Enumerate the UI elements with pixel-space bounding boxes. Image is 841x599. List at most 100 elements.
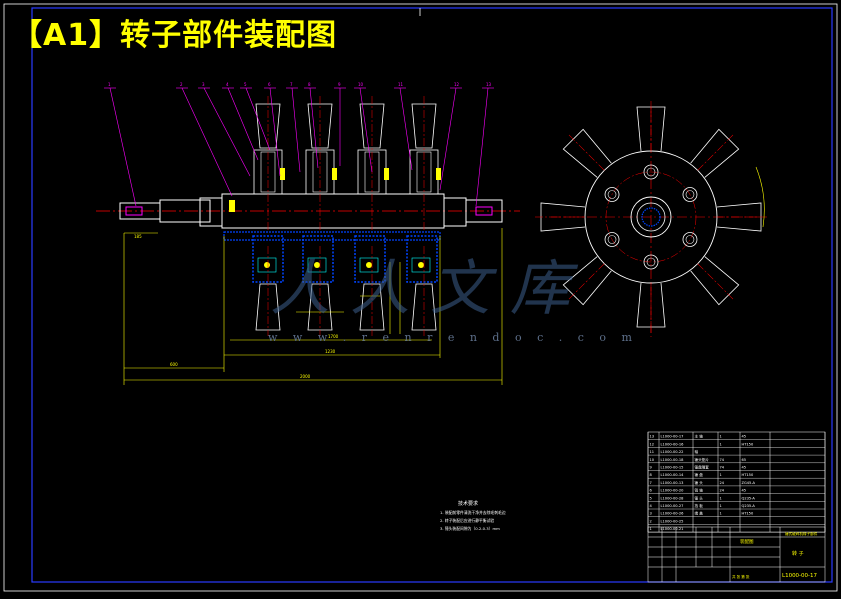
bolt-circle bbox=[605, 171, 697, 263]
parts-cell-0-3: 1 bbox=[720, 435, 722, 439]
parts-cell-5-0: 8 bbox=[650, 473, 653, 477]
pin-section-4 bbox=[411, 257, 431, 273]
balloon-8: 8 bbox=[308, 82, 311, 87]
pin-hole-inner-1 bbox=[646, 167, 656, 177]
side-hammer-5 bbox=[636, 282, 666, 335]
parts-cell-3-1: L1000-00-18 bbox=[661, 458, 685, 462]
leader-line-2 bbox=[181, 87, 233, 197]
side-hammer-2 bbox=[690, 128, 740, 178]
parts-cell-10-4: HT150 bbox=[742, 512, 754, 516]
parts-cell-3-3: 74 bbox=[720, 458, 725, 462]
disc-hub-2 bbox=[302, 235, 334, 283]
side-view bbox=[533, 99, 769, 337]
title-block bbox=[647, 526, 826, 583]
parts-cell-8-1: L1000-00-28 bbox=[661, 496, 685, 500]
parts-cell-9-2: 挡 板 bbox=[695, 503, 704, 508]
side-hammer-7 bbox=[533, 202, 586, 232]
angle-dimension-arc bbox=[755, 166, 765, 228]
shaft-left-body bbox=[159, 199, 211, 223]
balloon-13: 13 bbox=[486, 82, 492, 87]
parts-cell-10-1: L1000-00-26 bbox=[661, 512, 685, 516]
balloon-6: 6 bbox=[268, 82, 271, 87]
pin-hole-inner-3 bbox=[685, 235, 695, 244]
side-hammer-8 bbox=[562, 128, 612, 178]
pin-dot-3 bbox=[366, 262, 372, 268]
pin-hole-outer-6 bbox=[604, 187, 620, 202]
watermark-url: w w w . r e n r e n d o c . c o m bbox=[268, 331, 638, 344]
pin-section-2 bbox=[307, 257, 327, 273]
parts-cell-6-0: 7 bbox=[650, 481, 652, 485]
leader-line-5 bbox=[245, 87, 271, 151]
outer-border bbox=[3, 3, 838, 592]
parts-cell-7-4: 45 bbox=[742, 489, 747, 493]
parts-cell-2-2: 轴 bbox=[695, 449, 699, 454]
leader-line-1 bbox=[109, 87, 137, 207]
lower-hammer-4 bbox=[411, 283, 437, 331]
inner-border bbox=[31, 7, 833, 583]
end-cap-yellow bbox=[229, 200, 235, 212]
parts-cell-5-2: 锤 盘 bbox=[695, 472, 704, 477]
parts-cell-1-4: HT150 bbox=[742, 442, 754, 446]
parts-cell-6-3: 24 bbox=[720, 481, 725, 485]
upper-hammer-3 bbox=[359, 103, 385, 149]
balloon-5: 5 bbox=[244, 82, 247, 87]
parts-cell-9-4: Q235-A bbox=[742, 504, 756, 508]
dim-overall: 2000 bbox=[300, 374, 311, 379]
upper-hammer-4 bbox=[411, 103, 437, 149]
bearing-right bbox=[443, 197, 467, 227]
dim-len-c: 1700 bbox=[328, 334, 339, 339]
parts-cell-2-1: L1000-00-22 bbox=[661, 450, 684, 454]
parts-cell-0-2: 主 轴 bbox=[695, 434, 704, 439]
leader-line-4 bbox=[227, 87, 259, 161]
leader-line-13 bbox=[475, 87, 489, 207]
upper-bolt-1 bbox=[280, 168, 285, 180]
pin-hole-outer-3 bbox=[682, 232, 698, 247]
pin-hole-outer-4 bbox=[643, 254, 659, 270]
side-hammer-3 bbox=[716, 202, 769, 232]
side-hammer-centerline-4 bbox=[697, 263, 735, 301]
parts-cell-8-2: 锤 头 bbox=[695, 495, 704, 500]
hub-inner bbox=[636, 202, 666, 232]
parts-cell-5-3: 1 bbox=[720, 473, 722, 477]
leader-line-6 bbox=[269, 87, 281, 177]
parts-cell-7-1: L1000-00-20 bbox=[661, 489, 685, 493]
dim-shaft-end: 185 bbox=[134, 234, 142, 239]
disc-hub-3 bbox=[354, 235, 386, 283]
parts-cell-5-1: L1000-00-14 bbox=[661, 473, 685, 477]
parts-cell-7-0: 6 bbox=[650, 489, 653, 493]
upper-bolt-2 bbox=[332, 168, 337, 180]
upper-bolt-3 bbox=[384, 168, 389, 180]
pin-section-3 bbox=[359, 257, 379, 273]
parts-cell-12-0: 1 bbox=[650, 527, 652, 531]
pin-hole-inner-5 bbox=[607, 235, 617, 244]
page-title: 【A1】转子部件装配图 bbox=[12, 18, 338, 53]
title-block-drawing-no: L1000-00-17 bbox=[782, 573, 818, 579]
parts-cell-4-4: 45 bbox=[742, 466, 747, 470]
leader-line-12 bbox=[439, 87, 457, 191]
title-block-assembly: 装配图 bbox=[740, 538, 754, 545]
lower-hammer-1 bbox=[255, 283, 281, 331]
leader-line-7 bbox=[291, 87, 301, 173]
dimension-lines bbox=[123, 228, 503, 385]
upper-hammers bbox=[253, 96, 441, 230]
parts-cell-1-0: 12 bbox=[650, 442, 655, 446]
lower-hammer-3 bbox=[359, 283, 385, 331]
side-hammer-4 bbox=[690, 256, 740, 306]
parts-cell-10-3: 1 bbox=[720, 512, 722, 516]
parts-cell-6-4: ZG45-A bbox=[742, 481, 756, 485]
parts-cell-4-3: 74 bbox=[720, 466, 725, 470]
parts-cell-12-1: L1000-00-21 bbox=[661, 527, 684, 531]
parts-cell-3-0: 10 bbox=[650, 458, 655, 462]
pin-hole-outer-5 bbox=[604, 232, 620, 247]
watermark-chinese: 人人文库 bbox=[270, 254, 590, 324]
title-block-company: 锤式破碎机转子部件 bbox=[785, 531, 818, 536]
tech-req-heading: 技术要求 bbox=[458, 500, 478, 507]
parts-cell-4-2: 锤盘隔套 bbox=[695, 465, 710, 470]
lower-hammer-2 bbox=[307, 283, 333, 331]
pin-hole-inner-4 bbox=[646, 257, 656, 267]
pin-dot-4 bbox=[418, 262, 424, 268]
parts-cell-6-1: L1000-00-13 bbox=[661, 481, 684, 485]
